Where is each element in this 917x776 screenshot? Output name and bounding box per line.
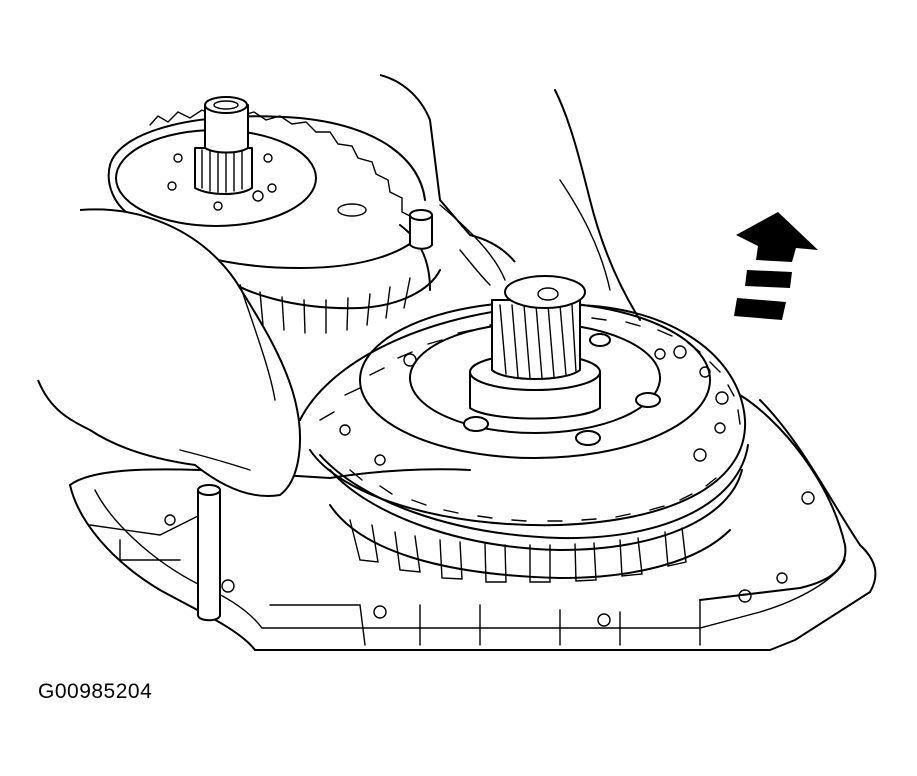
lift-direction-arrow — [734, 212, 818, 320]
front-output-sprocket — [299, 275, 749, 551]
rear-gear-stack — [214, 209, 441, 334]
driven-gear-teeth — [329, 504, 731, 583]
technician-hands — [37, 74, 641, 497]
figure-id-label: G00985204 — [38, 680, 153, 703]
case-housing — [69, 394, 877, 651]
rear-output-sprocket — [107, 96, 426, 269]
